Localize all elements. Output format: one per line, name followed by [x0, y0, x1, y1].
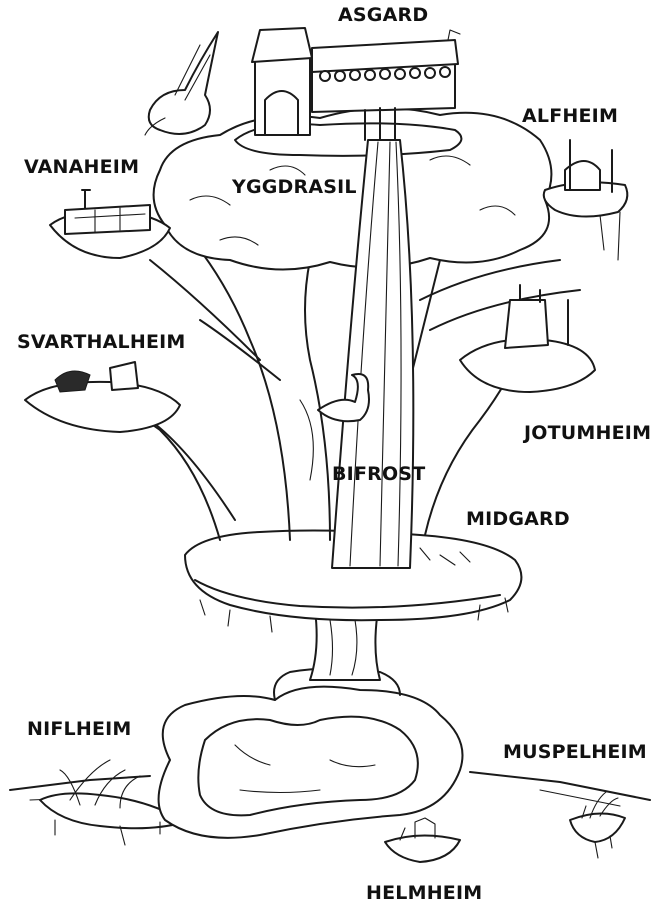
label-bifrost: BIFROST	[332, 465, 425, 484]
label-helmheim: HELMHEIM	[366, 884, 482, 903]
label-yggdrasil: YGGDRASIL	[232, 178, 357, 197]
jotumheim-island	[460, 285, 595, 392]
svarthalheim-island	[25, 362, 180, 432]
label-jotumheim: JOTUMHEIM	[524, 424, 651, 443]
vanaheim-island	[50, 190, 170, 258]
alfheim-island	[544, 140, 628, 260]
label-asgard: ASGARD	[338, 6, 428, 25]
eagle	[145, 32, 218, 135]
label-svarthalheim: SVARTHALHEIM	[17, 333, 186, 352]
serpent-roots	[159, 669, 463, 838]
label-midgard: MIDGARD	[466, 510, 570, 529]
muspelheim-island	[570, 792, 625, 858]
label-alfheim: ALFHEIM	[522, 107, 618, 126]
asgard-castle	[235, 28, 461, 156]
label-niflheim: NIFLHEIM	[27, 720, 132, 739]
squirrel	[318, 374, 369, 421]
label-muspelheim: MUSPELHEIM	[503, 743, 647, 762]
label-vanaheim: VANAHEIM	[24, 158, 139, 177]
helmheim-island	[385, 818, 460, 862]
